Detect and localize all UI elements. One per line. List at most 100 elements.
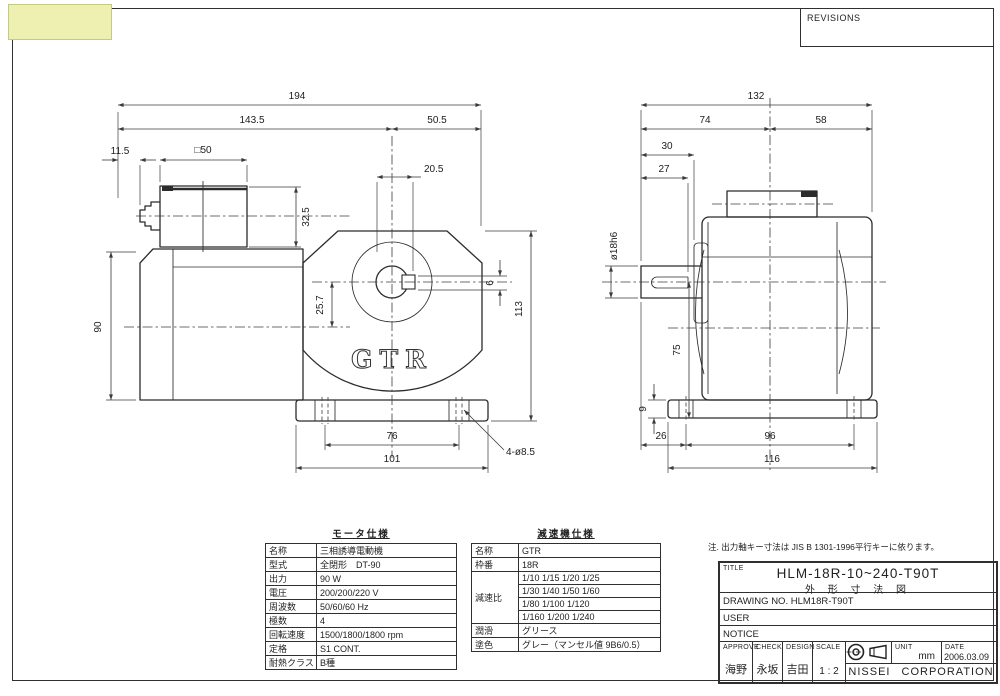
dim-overall-height: 113	[514, 301, 525, 317]
third-angle-projection-icon	[846, 643, 887, 661]
spec-value: 三相誘導電動機	[316, 543, 457, 558]
dim-overall-width: 194	[289, 91, 306, 102]
scale-label: SCALE	[816, 644, 841, 651]
spec-value: 200/200/220 V	[316, 585, 457, 600]
dim-front-depth: 74	[699, 115, 711, 126]
spec-value: GTR	[518, 543, 661, 558]
drawing-title: HLM-18R-10~240-T90T	[776, 566, 940, 581]
spec-value: 50/60/60 Hz	[316, 599, 457, 614]
terminal-box-detail-side	[801, 191, 817, 197]
front-view: GTR	[124, 136, 512, 458]
dim-terminal-box-size: □50	[194, 145, 212, 156]
unit-value: mm	[918, 651, 935, 662]
design-label: DESIGN	[786, 644, 815, 651]
dim-keyway-width: 6	[485, 280, 496, 286]
spec-value: 全閉形 DT-90	[316, 557, 457, 572]
title-block: TITLE HLM-18R-10~240-T90T 外 形 寸 法 図 DRAW…	[718, 561, 998, 684]
spec-label: 塗色	[471, 637, 519, 652]
drawing-subtitle: 外 形 寸 法 図	[804, 585, 912, 596]
scale-value: 1 : 2	[819, 666, 839, 677]
spec-label: 名称	[265, 543, 317, 558]
front-view-dimensions: 194 143.5 50.5 □50 11.5 20.5 32.5	[93, 91, 537, 473]
spec-label: 極数	[265, 613, 317, 628]
dim-base-offset: 26	[655, 431, 667, 442]
user-row: USER	[720, 610, 996, 626]
spec-value: 1/160 1/200 1/240	[518, 610, 661, 624]
spec-value: 1/80 1/100 1/120	[518, 597, 661, 611]
dim-base-depth: 116	[764, 454, 780, 465]
projection-cell	[846, 642, 892, 663]
unit-cell: UNIT mm	[892, 642, 942, 663]
date-value: 2006.03.09	[944, 652, 990, 662]
side-view	[602, 98, 886, 470]
dim-gland-protrusion: 11.5	[111, 146, 130, 157]
spec-value: 4	[316, 613, 457, 628]
check-name: 永坂	[756, 664, 779, 676]
date-label: DATE	[945, 644, 965, 651]
title-row: TITLE HLM-18R-10~240-T90T 外 形 寸 法 図	[720, 563, 996, 596]
drawing-no-row: DRAWING NO. HLM18R-T90T	[720, 593, 996, 610]
dim-base-thickness: 9	[638, 406, 649, 412]
approve-cell: APPROVE 海野	[720, 642, 759, 682]
dim-axis-height: 75	[672, 344, 683, 356]
dim-base-width: 101	[384, 454, 401, 465]
dim-shaft-length: 30	[661, 141, 673, 152]
design-cell: DESIGN 吉田	[783, 642, 815, 682]
spec-label: 定格	[265, 641, 317, 656]
spec-value: 1500/1800/1800 rpm	[316, 627, 457, 642]
spec-label: 電圧	[265, 585, 317, 600]
check-cell: CHECK 永坂	[753, 642, 783, 682]
date-cell: DATE 2006.03.09	[942, 642, 996, 663]
dim-mounting-holes: 4-ø8.5	[506, 447, 535, 458]
dim-shaft-diameter: ø18h6	[609, 231, 620, 260]
unit-label: UNIT	[895, 644, 913, 651]
scale-cell: SCALE 1 : 2	[813, 642, 846, 682]
spec-value: 1/30 1/40 1/50 1/60	[518, 584, 661, 598]
spec-value: 1/10 1/15 1/20 1/25	[518, 571, 661, 585]
dim-bolt-span: 96	[764, 431, 776, 442]
drawing-no-value: HLM18R-T90T	[790, 596, 854, 607]
title-label: TITLE	[723, 565, 744, 572]
notice-label: NOTICE	[723, 629, 759, 640]
user-label: USER	[723, 613, 750, 624]
sheet-border	[12, 8, 994, 681]
spec-label: 型式	[265, 557, 317, 572]
approve-label: APPROVE	[723, 644, 759, 651]
spec-value: グリース	[518, 623, 661, 638]
spec-value: 90 W	[316, 571, 457, 586]
spec-value: グレー（マンセル値 9B6/0.5）	[518, 637, 661, 652]
approval-row: APPROVE 海野 CHECK 永坂 DESIGN 吉田 SCALE 1 : …	[720, 642, 996, 682]
spec-value: 18R	[518, 557, 661, 572]
dim-terminal-box-height: 32.5	[301, 207, 312, 227]
spec-label: 潤滑	[471, 623, 519, 638]
title-block-right: UNIT mm DATE 2006.03.09 NISSEI CORPORATI…	[846, 642, 996, 682]
notice-row: NOTICE	[720, 626, 996, 642]
spec-label: 枠番	[471, 557, 519, 572]
design-name: 吉田	[786, 664, 809, 676]
dim-motor-height: 90	[93, 321, 104, 333]
check-label: CHECK	[756, 644, 783, 651]
spec-label: 周波数	[265, 599, 317, 614]
dim-axis-offset: 25.7	[315, 295, 326, 315]
spec-label: 耐熱クラス	[265, 655, 317, 670]
company-name: NISSEI CORPORATION	[848, 666, 994, 678]
spec-value: B種	[316, 655, 457, 670]
dim-key-length: 27	[658, 164, 670, 175]
dim-gearhead-width: 50.5	[427, 115, 447, 126]
gtr-logo: GTR	[351, 345, 433, 374]
highlight-box	[8, 4, 112, 40]
dim-bolt-hole-span: 76	[386, 431, 398, 442]
spec-label: 名称	[471, 543, 519, 558]
dim-rear-depth: 58	[815, 115, 827, 126]
revisions-label: REVISIONS	[807, 13, 861, 23]
revisions-box: REVISIONS	[800, 8, 994, 47]
approve-name: 海野	[725, 664, 747, 676]
spec-label: 減速比	[471, 571, 519, 624]
dim-shaft-offset: 20.5	[424, 164, 444, 175]
dim-overall-depth: 132	[748, 91, 765, 102]
spec-value: S1 CONT.	[316, 641, 457, 656]
reducer-table-title: 減速機仕様	[537, 529, 595, 540]
